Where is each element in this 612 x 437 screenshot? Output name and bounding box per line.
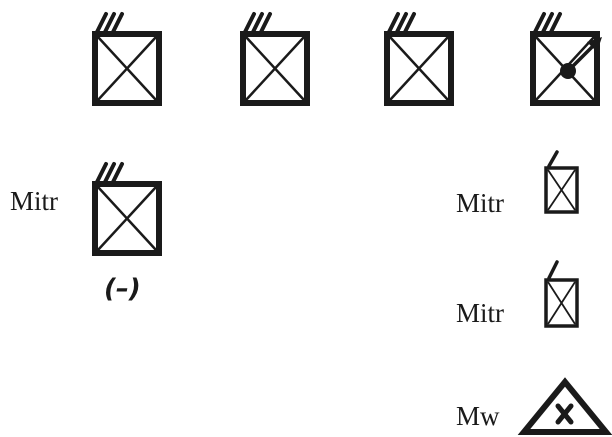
cross-lines [547,169,576,211]
unit-symbol-6 [544,150,579,214]
unit-box [92,31,162,106]
unit-box [530,31,600,106]
slash-marks [533,12,562,34]
unit-symbol-8 [517,377,612,435]
symbol-label: Mw [456,401,500,431]
cross-lines [389,36,449,101]
cross-lines [245,36,305,101]
unit-box [384,31,454,106]
slash-mark [547,260,559,280]
unit-symbol-1 [92,12,162,106]
slash-marks [95,162,124,184]
slash-marks [243,12,272,34]
unit-symbol-4 [530,12,602,106]
cross-lines [97,186,157,251]
unit-symbol-5 [92,162,162,256]
slash-mark [547,150,559,168]
small-x-icon [555,403,574,425]
unit-symbol-3 [384,12,454,106]
cross-lines [97,36,157,101]
symbol-label: Mitr [456,298,505,328]
unit-symbol-2 [240,12,310,106]
unit-symbol-7 [544,260,579,328]
warning-triangle-icon [517,377,612,435]
unit-box [240,31,310,106]
symbol-label: Mitr [10,186,59,216]
unit-box [544,166,579,214]
unit-box [544,278,579,328]
size-indicator: (–) [104,274,141,304]
slash-marks [387,12,416,34]
cross-lines [547,281,576,325]
symbol-label: Mitr [456,188,505,218]
arrow-head-icon [587,37,602,52]
unit-box [92,181,162,256]
slash-marks [95,12,124,34]
